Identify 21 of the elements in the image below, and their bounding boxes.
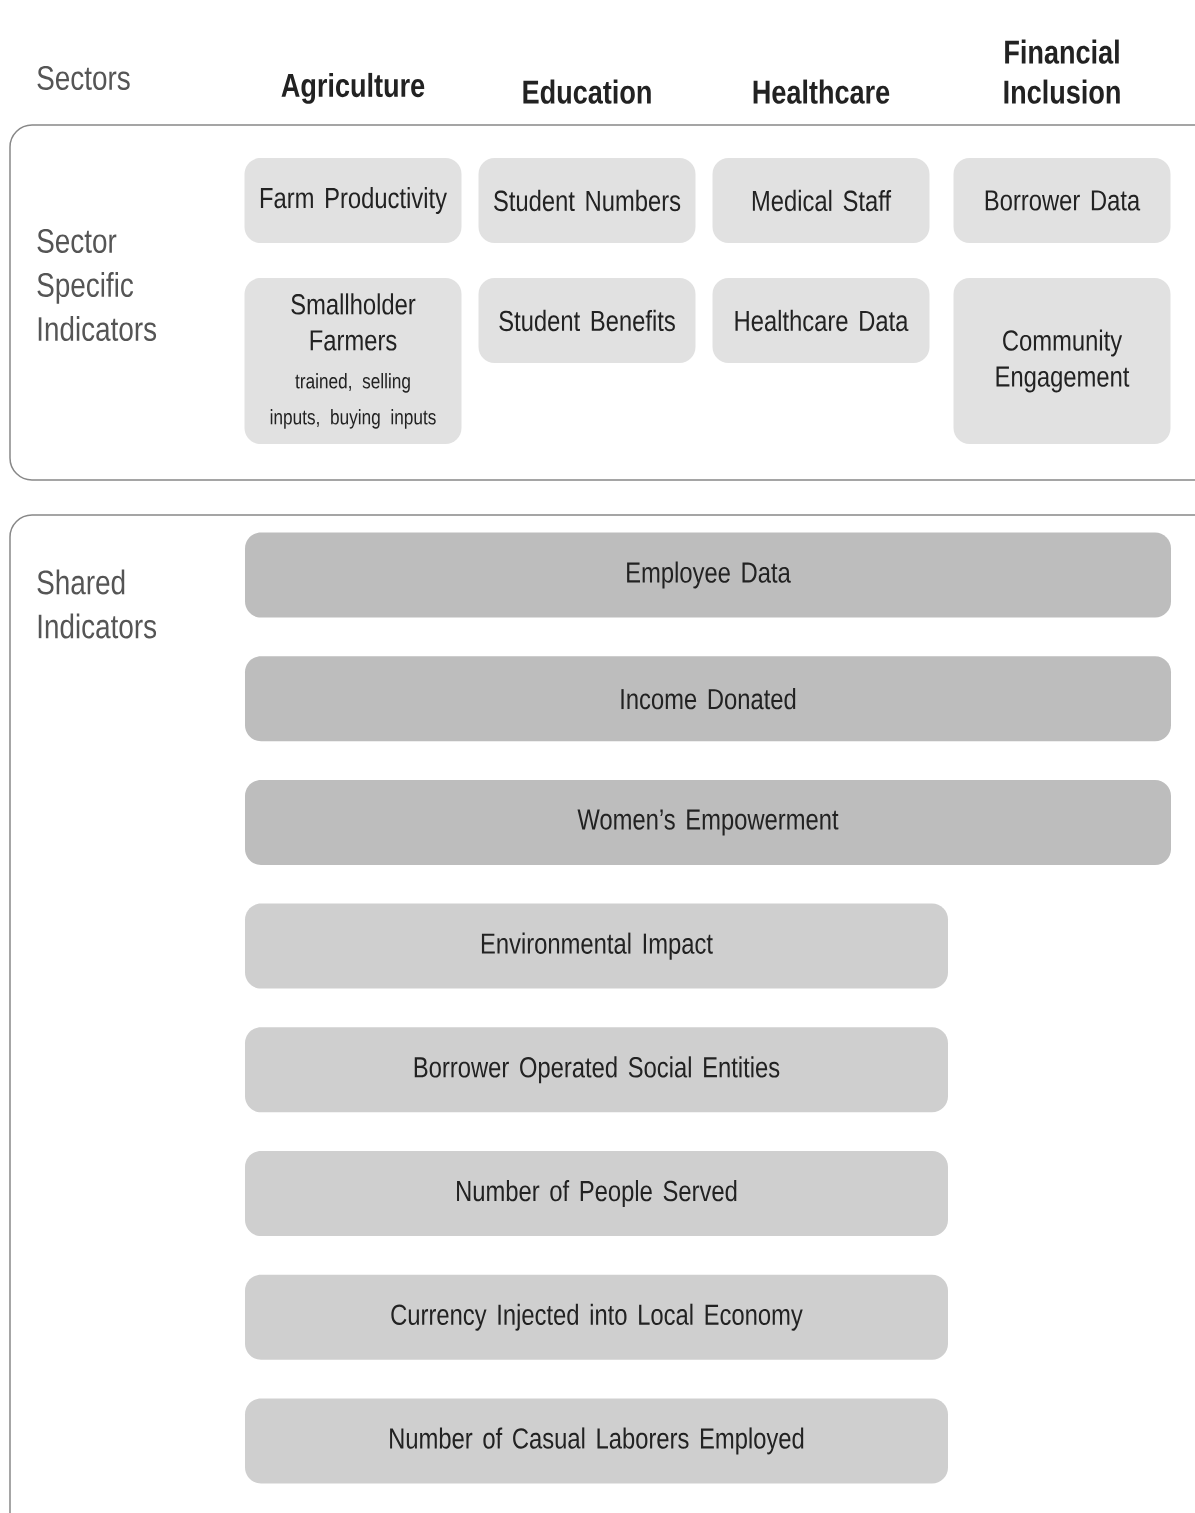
indicator-box: Healthcare Data	[712, 278, 930, 363]
column-heading: Financial Inclusion	[1004, 39, 1120, 104]
indicator-bar: Borrower Operated Social Entities	[245, 1027, 948, 1113]
indicator-box: Student Numbers	[478, 158, 696, 243]
indicator-box: Community Engagement	[953, 278, 1171, 444]
indicator-box: Medical Staff	[712, 158, 930, 243]
column-heading: Healthcare	[753, 79, 890, 104]
indicator-bar: Number of Casual Laborers Employed	[245, 1398, 948, 1484]
indicator-bar: Employee Data	[245, 532, 1171, 618]
indicator-bar: Women’s Empowerment	[245, 779, 1171, 865]
indicator-bar: Currency Injected into Local Economy	[245, 1274, 948, 1360]
column-heading: Education	[523, 79, 651, 104]
indicator-box: Farm Productivity	[244, 158, 462, 243]
column-heading: Agriculture	[281, 72, 425, 104]
indicator-box: Smallholder Farmers trained, selling inputs, buying inputs	[244, 278, 462, 444]
indicator-bar: Environmental Impact	[245, 903, 948, 989]
row-heading: Sectors	[37, 65, 130, 91]
indicator-bar: Number of People Served	[245, 1151, 948, 1236]
indicator-bar: Income Donated	[245, 656, 1171, 742]
indicator-box: Student Benefits	[478, 278, 696, 363]
indicator-box: Borrower Data	[953, 158, 1171, 243]
